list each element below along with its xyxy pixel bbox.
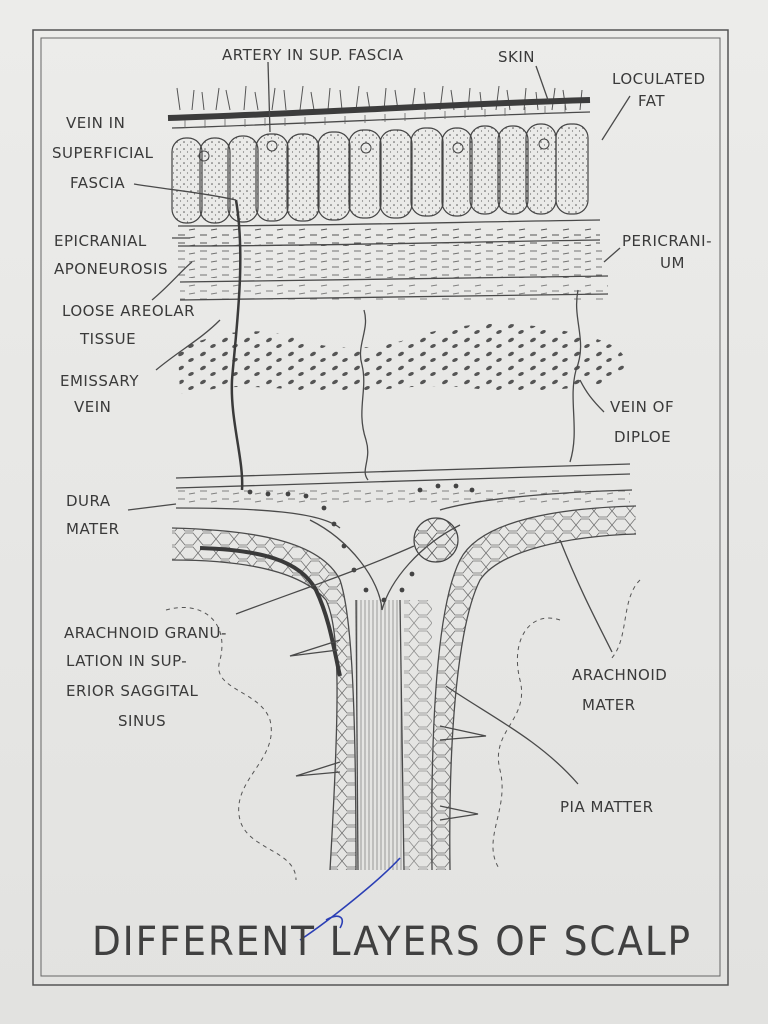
label-pericranium-line1: PERICRANI- [622, 232, 712, 250]
label-vein-sf-line2: SUPERFICIAL [52, 144, 154, 162]
aponeurosis-layers [177, 219, 609, 301]
skin-layer [167, 97, 591, 121]
label-dura-line1: DURA [66, 492, 111, 510]
label-artery: ARTERY IN SUP. FASCIA [222, 46, 404, 64]
diploic-vein-left [359, 309, 369, 481]
label-vein-sf-line3: FASCIA [70, 174, 125, 192]
leader-lines [127, 61, 631, 785]
vein-of-diploe [569, 289, 582, 463]
label-epicranial-line2: APONEUROSIS [54, 260, 168, 278]
blue-check-mark [299, 857, 401, 941]
label-arachnoid-gran-line3: ERIOR SAGGITAL [66, 682, 199, 700]
skull-diploe [178, 323, 626, 394]
loculated-fat-layer [171, 123, 589, 224]
label-skin: SKIN [498, 48, 535, 66]
emissary-vein [230, 199, 244, 491]
label-loose-areolar-line2: TISSUE [79, 330, 136, 348]
label-emissary-line1: EMISSARY [60, 372, 139, 390]
label-pia-mater: PIA MATTER [560, 798, 654, 816]
brain-outline [165, 579, 641, 881]
skin-roots [184, 105, 566, 128]
label-vein-diploe-line1: VEIN OF [610, 398, 674, 416]
label-loculated-fat-line2: FAT [638, 92, 665, 110]
label-arachnoid-mater-line1: ARACHNOID [572, 666, 667, 684]
bridging-vein [199, 546, 342, 677]
label-emissary-line2: VEIN [74, 398, 111, 416]
label-arachnoid-mater-line2: MATER [582, 696, 636, 714]
label-arachnoid-gran-line2: LATION IN SUP- [66, 652, 187, 670]
inner-frame [40, 37, 721, 977]
label-loculated-fat-line1: LOCULATED [612, 70, 706, 88]
granulation-dots [247, 483, 475, 603]
label-loose-areolar-line1: LOOSE AREOLAR [62, 302, 195, 320]
label-vein-sf-line1: VEIN IN [66, 114, 125, 132]
falx-spikes [289, 639, 487, 821]
label-dura-line2: MATER [66, 520, 120, 538]
label-vein-diploe-line2: DIPLOE [614, 428, 671, 446]
label-arachnoid-gran-line1: ARACHNOID GRANU- [64, 624, 227, 642]
label-arachnoid-gran-line4: SINUS [118, 712, 166, 730]
label-pericranium-line2: UM [660, 254, 685, 272]
falx-cerebri [171, 505, 637, 871]
diagram-title: DIFFERENT LAYERS OF SCALP [92, 919, 692, 965]
label-epicranial-line1: EPICRANIAL [54, 232, 147, 250]
outer-frame [32, 29, 729, 986]
